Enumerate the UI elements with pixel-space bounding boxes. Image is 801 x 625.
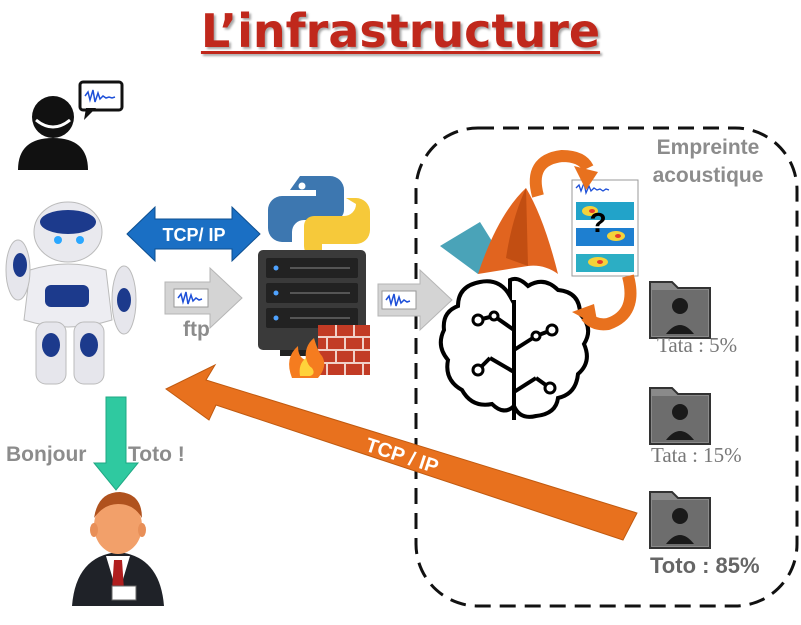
brain-circuit-icon bbox=[438, 276, 591, 420]
ml-boundary bbox=[414, 126, 799, 608]
page-title: L’infrastructure bbox=[200, 4, 601, 58]
tcp-ip-bidirectional-arrow bbox=[126, 205, 261, 263]
matlab-logo-icon bbox=[440, 188, 558, 274]
spectrogram-icon bbox=[571, 179, 639, 277]
user-speaking-icon bbox=[18, 96, 88, 170]
acoustic-fingerprint-label: Empreinte acoustique bbox=[628, 134, 788, 190]
nao-robot-icon bbox=[5, 201, 137, 385]
question-mark: ? bbox=[589, 207, 606, 238]
folder-user-icon bbox=[649, 387, 711, 445]
server-icon bbox=[258, 250, 366, 356]
bonjour-label: Bonjour bbox=[6, 443, 87, 466]
ftp-label: ftp bbox=[183, 318, 210, 341]
empreinte-line1: Empreinte bbox=[656, 136, 760, 159]
firewall-icon bbox=[289, 325, 370, 378]
folder-user-icon bbox=[649, 281, 711, 339]
empreinte-line2: acoustique bbox=[652, 164, 764, 187]
feedback-arrow-top bbox=[529, 149, 594, 198]
toto-greeting-label: Toto ! bbox=[128, 443, 185, 466]
businessman-icon bbox=[72, 492, 164, 606]
speech-bubble-icon bbox=[78, 80, 124, 120]
tcp-ip-return-arrow bbox=[165, 363, 638, 541]
ftp-arrow bbox=[164, 266, 243, 330]
result-score-tata-5: Tata : 5% bbox=[657, 333, 738, 357]
result-score-tata-15: Tata : 15% bbox=[651, 443, 742, 467]
tcp-ip-top-label: TCP/ IP bbox=[162, 225, 225, 245]
python-logo-icon bbox=[268, 176, 370, 260]
bonjour-arrow bbox=[92, 396, 140, 491]
server-to-brain-arrow bbox=[377, 268, 453, 332]
folder-user-icon bbox=[649, 491, 711, 549]
result-score-toto-85: Toto : 85% bbox=[650, 553, 760, 578]
